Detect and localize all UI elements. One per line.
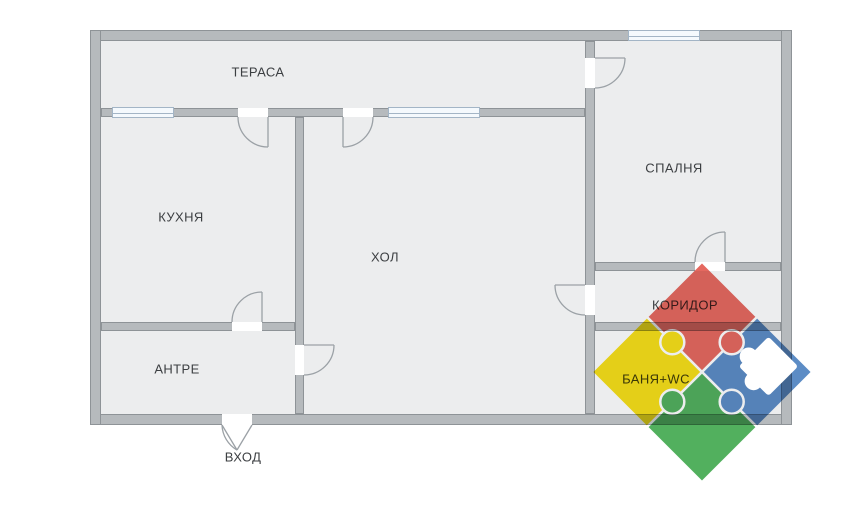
door-arc-antre-hall bbox=[303, 344, 335, 376]
door-gap-entrance bbox=[222, 414, 252, 425]
puzzle-knob-red bbox=[718, 329, 745, 356]
door-gap-terrace-bedroom bbox=[585, 58, 595, 88]
white-piece-knob-left bbox=[739, 347, 758, 366]
room-label-antre: АНТРЕ bbox=[154, 361, 200, 377]
door-gap-terrace-hall bbox=[343, 108, 373, 117]
puzzle-knob-blue bbox=[718, 388, 745, 415]
door-gap-antre-hall bbox=[295, 345, 304, 375]
room-label-kitchen: КУХНЯ bbox=[158, 209, 204, 225]
wall-kitchen-antre bbox=[101, 322, 295, 331]
door-arc-hall-corridor bbox=[554, 284, 586, 316]
door-arc-kitchen-antre bbox=[231, 291, 263, 323]
door-arc-entrance bbox=[221, 424, 253, 451]
room-label-entrance: ВХОД bbox=[224, 449, 262, 465]
room-label-terrace: ТЕРАСА bbox=[231, 64, 285, 80]
wall-hall-right bbox=[585, 41, 595, 414]
door-arc-terrace-bedroom bbox=[594, 57, 626, 89]
door-gap-kitchen-antre bbox=[232, 322, 262, 331]
wall-bedroom-corridor bbox=[595, 262, 781, 271]
wall-kitchen-hall bbox=[295, 117, 304, 414]
door-gap-terrace-kitchen bbox=[238, 108, 268, 117]
white-piece-knob-bottom bbox=[744, 372, 763, 391]
window-bedroom bbox=[628, 30, 700, 41]
window-kitchen bbox=[112, 107, 174, 118]
puzzle-knob-green bbox=[659, 388, 686, 415]
door-gap-hall-corridor bbox=[585, 285, 595, 315]
room-label-bedroom: СПАЛНЯ bbox=[645, 160, 703, 176]
door-arc-bedroom-corridor bbox=[694, 231, 726, 263]
wall-outer-left bbox=[90, 30, 101, 425]
watermark-white-puzzle-piece bbox=[582, 252, 822, 492]
room-label-hall: ХОЛ bbox=[371, 249, 399, 265]
window-hall bbox=[388, 107, 480, 118]
wall-outer-right bbox=[781, 30, 792, 425]
door-gap-bedroom-corridor bbox=[695, 262, 725, 271]
door-arc-terrace-kitchen bbox=[237, 116, 269, 148]
watermark-puzzle-logo bbox=[582, 252, 822, 492]
puzzle-knob-yellow bbox=[659, 329, 686, 356]
door-arc-terrace-hall bbox=[342, 116, 374, 148]
